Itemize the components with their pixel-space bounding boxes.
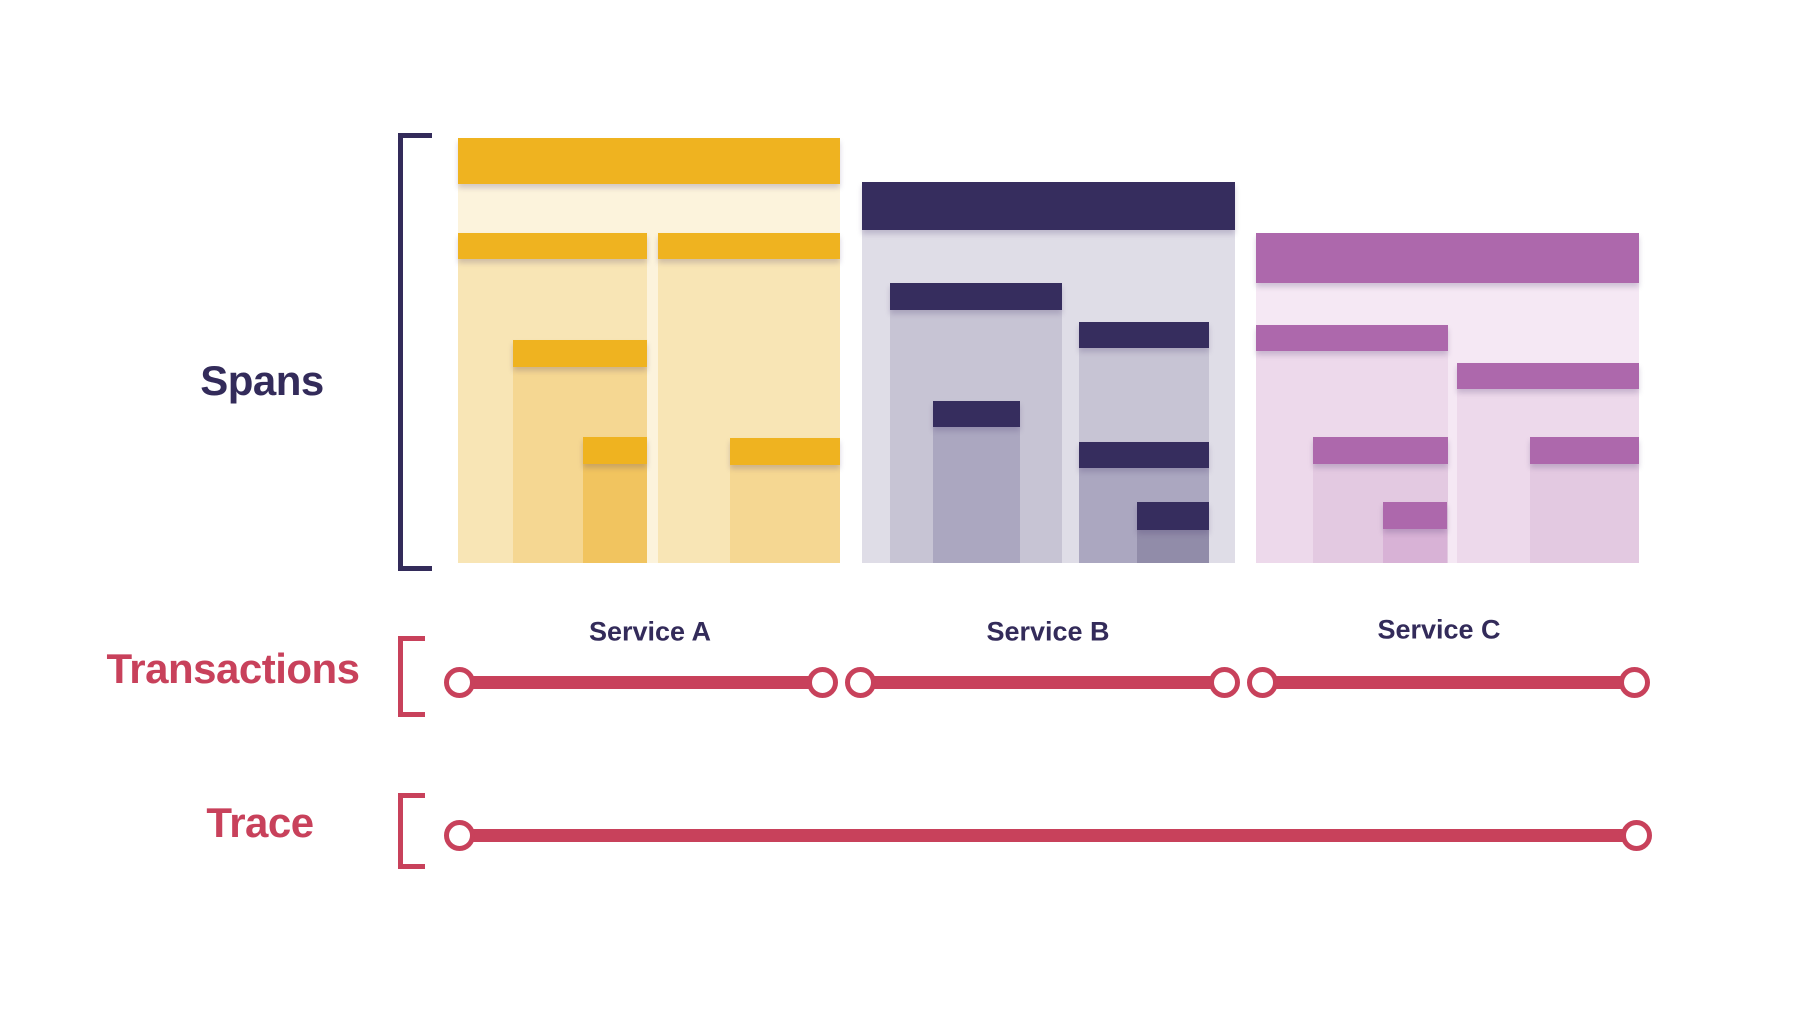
- service-a-grandchild-span-1-header: [513, 340, 647, 367]
- transaction-service-c-end-circle: [1618, 666, 1650, 698]
- spans-bracket: [398, 133, 432, 571]
- trace-span-full-line: [459, 828, 1636, 842]
- service-c-greatgrandchild-span-1-block: [1383, 502, 1447, 563]
- transaction-service-a-line: [459, 675, 822, 689]
- service-a-greatgrandchild-span-1-block: [583, 437, 647, 563]
- transaction-service-b-end-circle: [1208, 666, 1240, 698]
- service-b-grandchild-span-1-header: [933, 401, 1020, 427]
- service-b-root-span-header: [862, 182, 1235, 230]
- service-c-grandchild-span-2-block: [1530, 437, 1639, 563]
- service-c-grandchild-span-2-header: [1530, 437, 1639, 464]
- service-a-child-span-1-header: [458, 233, 647, 259]
- trace-label: Trace: [206, 799, 314, 846]
- trace-span-full-start-circle: [443, 819, 475, 851]
- service-c-root-span-header: [1256, 233, 1639, 283]
- service-a-label: Service A: [588, 616, 712, 647]
- service-a-root-span-header: [458, 138, 840, 184]
- transaction-service-c-line: [1262, 675, 1634, 689]
- transaction-service-a-end-circle: [806, 666, 838, 698]
- transaction-service-a-start-circle: [443, 666, 475, 698]
- service-c-grandchild-span-1-header: [1313, 437, 1448, 464]
- transaction-service-b-line: [860, 675, 1224, 689]
- service-b-greatgrandchild-span-1-block: [1137, 502, 1209, 563]
- spans-label: Spans: [200, 357, 324, 404]
- service-c-child-span-2-header: [1457, 363, 1639, 389]
- transaction-service-c-start-circle: [1246, 666, 1278, 698]
- transaction-service-b-start-circle: [844, 666, 876, 698]
- service-b-greatgrandchild-span-1-header: [1137, 502, 1209, 530]
- service-a-grandchild-span-2-block: [730, 438, 840, 563]
- service-b-label: Service B: [986, 616, 1110, 647]
- trace-span-full-end-circle: [1620, 819, 1652, 851]
- service-a-grandchild-span-2-header: [730, 438, 840, 465]
- trace-bracket: [398, 793, 425, 869]
- service-b-grandchild-span-1-block: [933, 401, 1020, 563]
- service-b-child-span-2-header: [1079, 322, 1209, 348]
- service-b-child-span-1-header: [890, 283, 1062, 310]
- service-a-greatgrandchild-span-1-header: [583, 437, 647, 464]
- service-c-child-span-1-header: [1256, 325, 1448, 351]
- transactions-bracket: [398, 636, 425, 717]
- transactions-label: Transactions: [106, 645, 360, 692]
- service-a-child-span-2-header: [658, 233, 840, 259]
- service-c-greatgrandchild-span-1-header: [1383, 502, 1447, 529]
- service-c-label: Service C: [1377, 614, 1501, 645]
- service-b-grandchild-span-2-header: [1079, 442, 1209, 468]
